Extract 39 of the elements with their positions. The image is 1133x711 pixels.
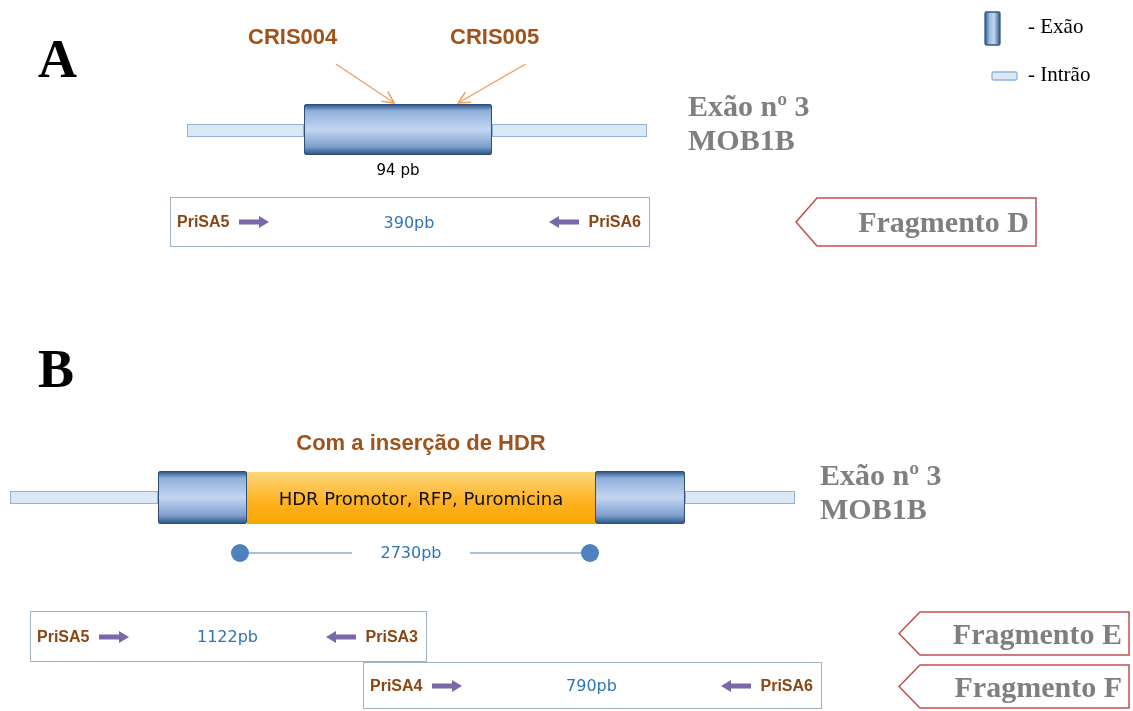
amplicon-box [30, 611, 427, 662]
intron-bar [685, 491, 795, 504]
arrow [457, 63, 527, 104]
primer-label: PriSA5 [177, 213, 230, 231]
intron-bar [492, 124, 647, 137]
gene-label: Exão nº 3 MOB1B [688, 89, 811, 157]
fragment-name: Fragmento E [952, 616, 1122, 651]
amplicon-size: 790pb [566, 676, 617, 695]
intron-bar [10, 491, 158, 504]
fragment-name: Fragmento D [858, 205, 1029, 239]
insert-heading: Com a inserção de HDR [295, 430, 547, 456]
arrow [335, 63, 395, 104]
fragment-tag [898, 611, 1130, 656]
gene-label: Exão nº 3 MOB1B [820, 458, 943, 526]
guide-label: CRIS004 [248, 24, 370, 56]
amplicon-size: 1122pb [197, 627, 258, 646]
panel-letter: A [38, 28, 77, 90]
legend-label: - Intrão [1028, 62, 1091, 87]
insert-block: HDR Promotor, RFP, Puromicina [247, 472, 595, 524]
amplicon-box [170, 197, 650, 247]
fragment-tag [898, 664, 1130, 709]
amplicon-size: 390pb [383, 212, 435, 232]
amplicon-box [363, 662, 822, 709]
guide-label: CRIS005 [450, 24, 572, 56]
primer-label: PriSA6 [760, 676, 813, 695]
fragment-tag [795, 197, 1037, 247]
legend-label: - Exão [1028, 14, 1084, 39]
exon-block [304, 104, 492, 155]
primer-label: PriSA5 [37, 627, 90, 646]
exon-block [158, 471, 247, 524]
exon-length: 94 pb [375, 161, 421, 179]
insert-length: 2730pb [379, 543, 443, 562]
fragment-name: Fragmento F [954, 669, 1122, 704]
primer-label: PriSA3 [365, 627, 418, 646]
intron-bar [187, 124, 304, 137]
primer-label: PriSA6 [588, 213, 641, 231]
primer-label: PriSA4 [370, 676, 423, 695]
exon-block [595, 471, 685, 524]
panel-letter: B [38, 338, 75, 400]
